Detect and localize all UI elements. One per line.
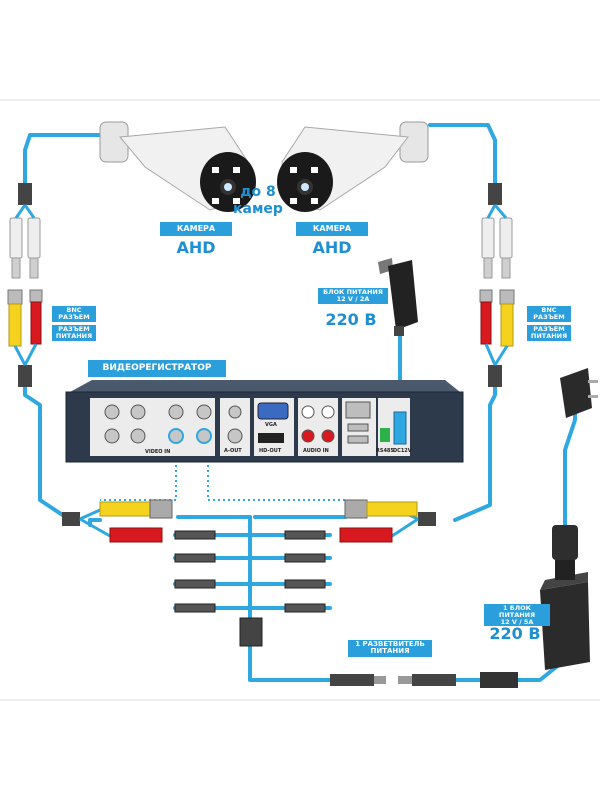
splitter-line2: ПИТАНИЯ [370,647,410,656]
aout-port [228,405,242,419]
power-right-tag: РАЗЪЕМ ПИТАНИЯ [527,325,571,341]
bnc-left-line1: BNC [66,306,82,314]
psu-big-voltage: 220 В [489,624,541,643]
camera-pigtail-left [9,183,41,279]
dc-plugs-bottom [330,672,518,688]
camera-count-line2: камер [233,200,283,217]
camera-right-tag: КАМЕРА [296,222,368,237]
bnc-power-connectors-right [479,289,515,387]
vga-port [257,402,289,420]
usb-port [347,423,369,432]
camera-pigtail-right [481,183,513,279]
camera-count-line1: до 8 [240,184,276,200]
rs485-label: RS485 [376,448,394,454]
bnc-power-plugs-lower-right [339,499,436,543]
splitter-line1: 1 РАЗВЕТВИТЕЛЬ [355,640,425,648]
bnc-power-connectors-left [7,289,43,387]
bnc-left-line2: РАЗЪЕМ [58,312,90,321]
hd-out-label: HD-OUT [259,448,282,454]
dvr-title-text: ВИДЕОРЕГИСТРАТОР [102,363,212,373]
psu-big-line1: 1 БЛОК ПИТАНИЯ [498,604,536,619]
dvr-title: ВИДЕОРЕГИСТРАТОР [88,360,226,378]
vga-label: VGA [265,422,277,428]
power-right-line2: ПИТАНИЯ [530,331,568,340]
hdmi-port [258,433,284,443]
camera-left [99,121,256,212]
video-in-dotted-lines [100,445,345,501]
splitter-plugs [174,530,326,647]
power-left-line1: РАЗЪЕМ [58,325,90,333]
lan-port [345,401,371,419]
power-adapter-big [540,525,590,670]
camera-right-type: AHD [312,238,352,257]
bnc-power-plugs-lower-left [62,499,173,543]
camera-left-tag: КАМЕРА [160,222,232,237]
bnc-left-tag: BNC РАЗЪЕМ [52,306,96,322]
power-adapter-small [378,258,418,336]
psu-big-line2: 12 V / 5A [500,617,534,626]
power-left-line2: ПИТАНИЯ [55,331,93,340]
bnc-right-line1: BNC [541,306,557,314]
camera-count-label: до 8 камер [228,184,288,218]
bnc-right-tag: BNC РАЗЪЕМ [527,306,571,322]
psu-small-line2: 12 V / 2A [336,294,370,303]
dvr-body [65,380,464,463]
video-in-ports [104,404,212,444]
psu-small-tag: БЛОК ПИТАНИЯ 12 V / 2A [318,288,388,304]
power-right-line1: РАЗЪЕМ [533,325,565,333]
dc12v-port [393,411,407,445]
bnc-right-line2: РАЗЪЕМ [533,312,565,321]
camera-right-label: КАМЕРА [312,224,352,233]
psu-small-voltage: 220 В [325,310,377,329]
psu-small-line1: БЛОК ПИТАНИЯ [323,288,383,296]
a-out-label: A-OUT [224,448,242,454]
rs485-port [380,428,390,442]
power-left-tag: РАЗЪЕМ ПИТАНИЯ [52,325,96,341]
psu-big-tag: 1 БЛОК ПИТАНИЯ 12 V / 5A [484,604,550,627]
audio-in-label: AUDIO IN [303,448,329,454]
camera-left-type: AHD [176,238,216,257]
wall-plug-icon [560,368,598,418]
video-in-label: VIDEO IN [145,449,171,455]
dc12v-label: DC12V [393,448,412,454]
camera-right [277,121,429,212]
splitter-tag: 1 РАЗВЕТВИТЕЛЬ ПИТАНИЯ [348,640,432,657]
camera-left-label: КАМЕРА [176,224,216,233]
